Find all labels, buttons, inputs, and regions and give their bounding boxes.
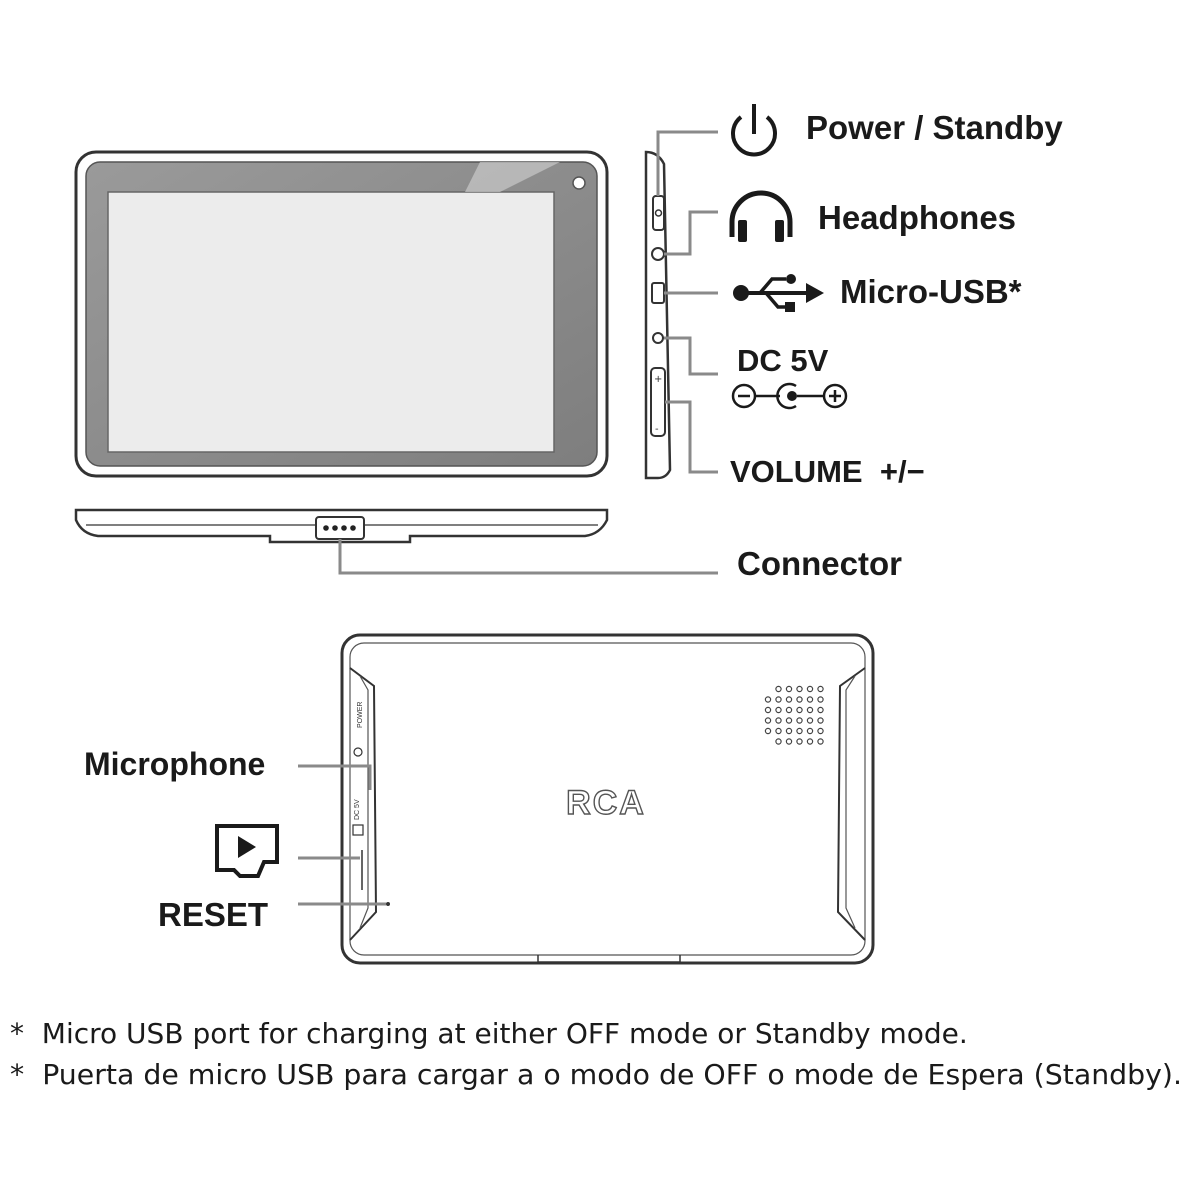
grille-hole <box>817 738 824 745</box>
tablet-side-view: + - <box>644 150 672 480</box>
grille-hole <box>764 727 772 735</box>
grille-hole <box>806 727 814 735</box>
microsd-card-icon <box>215 824 279 878</box>
svg-text:-: - <box>655 424 659 435</box>
grille-hole <box>817 727 824 735</box>
grille-hole <box>806 738 814 745</box>
grille-hole <box>764 696 772 703</box>
grille-hole <box>775 738 782 745</box>
footnote-english: * Micro USB port for charging at either … <box>10 1017 968 1050</box>
grille-hole <box>785 685 793 693</box>
tablet-bottom-edge <box>74 508 609 544</box>
grille-hole <box>775 706 782 714</box>
grille-hole <box>817 696 824 703</box>
tablet-back: RCA POWER DC 5V <box>340 633 875 965</box>
back-side-dc-text: DC 5V <box>354 799 361 820</box>
grille-hole <box>796 696 803 703</box>
callout-microphone: Microphone <box>84 746 265 782</box>
grille-hole <box>785 727 793 735</box>
back-headphone-mark <box>353 747 363 757</box>
callout-reset: RESET <box>158 896 268 933</box>
grille-hole <box>796 685 803 693</box>
brand-logo: RCA <box>566 784 646 822</box>
grille-hole <box>796 727 803 735</box>
back-side-power-text: POWER <box>357 702 364 728</box>
side-headphone-jack <box>651 247 665 261</box>
grille-hole <box>785 706 793 714</box>
grille-hole <box>775 696 782 703</box>
grille-hole <box>775 685 782 693</box>
grille-hole <box>764 717 772 724</box>
back-card-slot-mark <box>352 824 364 836</box>
side-power-button <box>652 195 665 231</box>
power-icon <box>731 104 777 157</box>
callout-headphones: Headphones <box>818 199 1016 236</box>
grille-hole <box>817 717 824 724</box>
grille-hole <box>806 685 814 693</box>
grille-hole <box>775 727 782 735</box>
callout-micro-usb: Micro-USB* <box>840 273 1022 310</box>
grille-hole <box>775 717 782 724</box>
grille-hole <box>785 738 793 745</box>
grille-hole <box>764 706 772 714</box>
grille-hole <box>796 738 803 745</box>
usb-icon <box>733 274 824 312</box>
dc-polarity-icon <box>731 382 848 410</box>
tablet-screen <box>107 191 555 453</box>
speaker-grille <box>764 685 824 745</box>
grille-hole <box>785 696 793 703</box>
headphones-icon <box>729 190 793 242</box>
side-dc-jack <box>652 332 664 344</box>
grille-hole <box>806 717 814 724</box>
footnote-spanish: * Puerta de micro USB para cargar a o mo… <box>10 1058 1182 1091</box>
grille-hole <box>817 685 824 693</box>
callout-connector: Connector <box>737 545 902 582</box>
callout-dc-5v: DC 5V <box>737 343 829 378</box>
grille-hole <box>796 706 803 714</box>
reset-hole <box>386 902 390 906</box>
side-usb-port <box>651 282 665 304</box>
leader-lines-back <box>298 764 386 906</box>
tablet-front <box>74 150 609 478</box>
svg-text:+: + <box>654 374 662 385</box>
callout-power: Power / Standby <box>806 109 1063 146</box>
leader-lines-top <box>338 130 718 575</box>
grille-hole <box>806 706 814 714</box>
callout-volume: VOLUME +/− <box>730 454 925 489</box>
grille-hole <box>785 717 793 724</box>
grille-hole <box>796 717 803 724</box>
front-camera <box>572 176 586 190</box>
grille-hole <box>806 696 814 703</box>
grille-hole <box>817 706 824 714</box>
